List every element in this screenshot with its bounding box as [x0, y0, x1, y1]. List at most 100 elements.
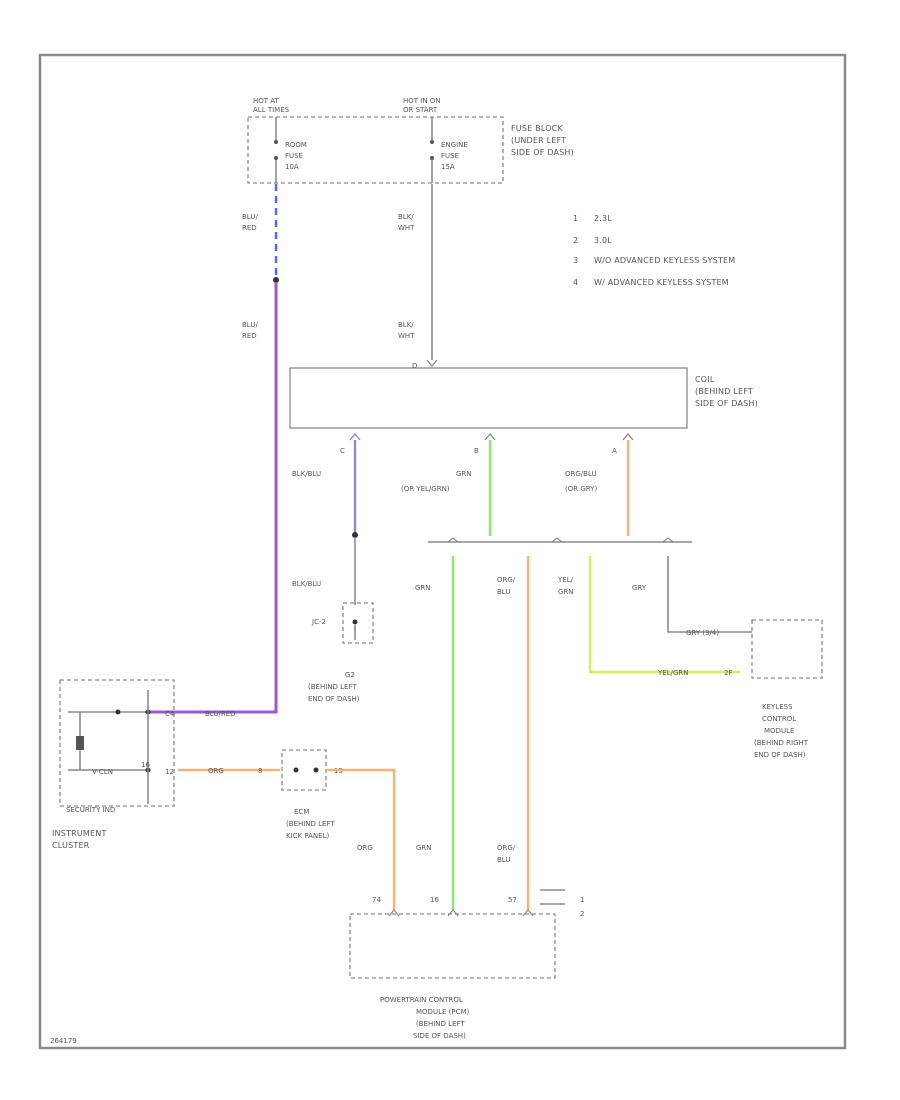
cluster-inner-label: V-CLN [92, 768, 113, 776]
cluster-dot-1 [115, 709, 121, 715]
fuse-block-title1: FUSE BLOCK [511, 124, 563, 133]
fuse1-dot-bot [274, 156, 278, 160]
splice-blk-blu [352, 532, 358, 538]
fuse1-label-c: 10A [285, 163, 299, 171]
wire-blu-red-top1: BLU/ [242, 213, 258, 221]
legend-num-2: 2 [573, 236, 578, 245]
wire-yel-grn-2: GRN [558, 588, 574, 596]
cluster-ind-label: SECURITY IND [66, 806, 115, 814]
pcm-pin-3: 57 [508, 896, 517, 904]
fuse-block-title2: (UNDER LEFT [511, 136, 566, 145]
coil-label-2: (BEHIND LEFT [695, 387, 753, 396]
cluster-label-1: INSTRUMENT [52, 829, 107, 838]
wire-yel-grn-right: YEL/GRN [657, 669, 688, 677]
wire-org-ecm-pcm [326, 768, 396, 910]
connector-bar-tick-3 [662, 537, 674, 543]
wire-yel-grn-down [588, 556, 740, 674]
ecm-label-3: KICK PANEL) [286, 832, 329, 840]
pcm-pin-arrow-1 [388, 909, 400, 917]
keyless-label-5: END OF DASH) [754, 751, 806, 759]
cluster-pin-2: 16 [141, 761, 150, 769]
wire-b-label-2: (OR YEL/GRN) [401, 485, 450, 493]
fuse2-label-c: 15A [441, 163, 455, 171]
fuse-block-hot2b: OR START [403, 106, 438, 114]
wire-grn-low: GRN [416, 844, 432, 852]
pcm-label-3: (BEHIND LEFT [416, 1020, 465, 1028]
wire-org-left: ORG [357, 844, 373, 852]
coil-pin-b [484, 432, 496, 441]
fuse1-dot-top [274, 140, 278, 144]
wire-org-blu-1: ORG/ [497, 576, 516, 584]
splice-blu-red [273, 277, 279, 283]
keyless-label-1: KEYLESS [762, 703, 793, 711]
pcm-pin-arrow-3 [522, 909, 534, 917]
coil-pin-a [622, 432, 634, 441]
wire-org-blu-low-2: BLU [497, 856, 510, 864]
pcm-label-2: MODULE (PCM) [416, 1008, 469, 1016]
pcm-note-1: 1 [580, 896, 584, 904]
connector-bar-tick-1 [447, 537, 459, 543]
keyless-label-3: MODULE [764, 727, 794, 735]
wire-a-label-1: ORG/BLU [565, 470, 597, 478]
fuse-block-box [247, 116, 504, 184]
legend-text-2: 3.0L [594, 236, 612, 245]
coil-pin-c-label: C [340, 447, 345, 455]
wire-blu-red-mid2: RED [242, 332, 257, 340]
legend-text-4: W/ ADVANCED KEYLESS SYSTEM [594, 278, 729, 287]
pcm-pin-2: 16 [430, 896, 439, 904]
pcm-label-4: SIDE OF DASH) [413, 1032, 466, 1040]
wire-yel-grn-1: YEL/ [557, 576, 574, 584]
ecm-label-2: (BEHIND LEFT [286, 820, 335, 828]
wire-a-label-2: (OR GRY) [565, 485, 597, 493]
coil-label-3: SIDE OF DASH) [695, 399, 758, 408]
cluster-pin-1: C4 [165, 710, 175, 718]
keyless-label-4: (BEHIND RIGHT [754, 739, 809, 747]
pcm-pin-1: 74 [372, 896, 381, 904]
ecm-label-1: ECM [294, 808, 309, 816]
wire-gry-right: GRY (3/4) [686, 629, 719, 637]
fuse-block-title3: SIDE OF DASH) [511, 148, 574, 157]
coil-pin-c [349, 432, 361, 441]
fuse2-dot-top [430, 140, 434, 144]
cluster-label-2: CLUSTER [52, 841, 90, 850]
security-ind-lamp [76, 736, 84, 750]
legend-num-3: 3 [573, 256, 578, 265]
coil-pin-d-arrow [426, 359, 438, 368]
diagram-frame [38, 53, 847, 1050]
wire-gry-down [667, 556, 752, 633]
wire-blk-wht-mid2: WHT [398, 332, 415, 340]
legend: 1 2.3L 2 3.0L 3 W/O ADVANCED KEYLESS SYS… [573, 214, 735, 287]
coil-pin-b-label: B [474, 447, 479, 455]
pcm-box [349, 913, 556, 979]
wire-gry: GRY [632, 584, 647, 592]
wire-b-label-1: GRN [456, 470, 472, 478]
pcm-label-1: POWERTRAIN CONTROL [380, 996, 463, 1004]
fuse2-dot-bot [430, 156, 434, 160]
fuse2-label-b: FUSE [441, 152, 459, 160]
legend-num-4: 4 [573, 278, 578, 287]
cluster-box [59, 679, 175, 807]
fuse-block-hot1b: ALL TIMES [253, 106, 290, 114]
wire-blu-red-purple [148, 282, 278, 714]
wire-org-blu-2: BLU [497, 588, 510, 596]
fuse1-label-b: FUSE [285, 152, 303, 160]
fuse-block-hot1: HOT AT [253, 97, 280, 105]
coil-top-pin: D [412, 362, 417, 370]
wire-org-cluster-label: ORG [208, 767, 224, 775]
wire-blk-wht-top1: BLK/ [398, 213, 414, 221]
keyless-pin: 2F [724, 669, 732, 677]
coil-box [289, 367, 688, 429]
wire-blk-wht-mid1: BLK/ [398, 321, 414, 329]
pcm-pin-arrow-2 [447, 909, 459, 917]
coil-pin-a-label: A [612, 447, 617, 455]
cluster-pin-3: 12 [165, 768, 174, 776]
ecm-box [281, 749, 327, 791]
coil-label-1: COIL [695, 375, 715, 384]
fuse2-label-a: ENGINE [441, 141, 468, 149]
keyless-label-2: CONTROL [762, 715, 796, 723]
ground-box [342, 602, 374, 644]
ground-id: JC-2 [311, 618, 326, 626]
pcm-note-2: 2 [580, 910, 584, 918]
ecm-pin-1: 8 [258, 767, 262, 775]
